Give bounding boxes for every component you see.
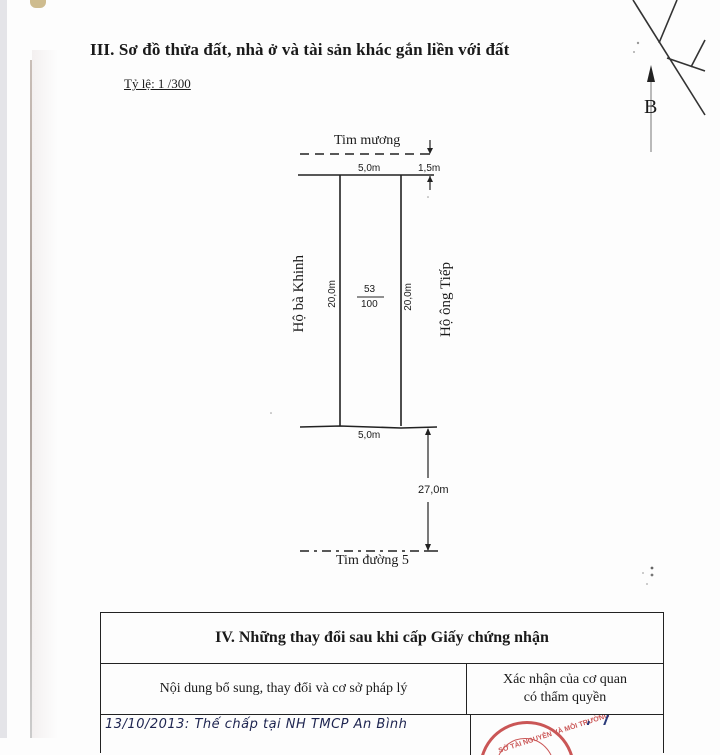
top-width-label: 5,0m [358, 163, 381, 174]
confirmation-header-line-1: Xác nhận của cơ quan [502, 672, 627, 687]
bottom-width-label: 5,0m [358, 430, 381, 441]
section-4-title: IV. Những thay đổi sau khi cấp Giấy chứn… [101, 613, 663, 664]
change-entry-confirmation: SỞ TÀI NGUYÊN VÀ MÔI TRƯỜNG [471, 715, 663, 755]
official-seal-icon: SỞ TÀI NGUYÊN VÀ MÔI TRƯỜNG [479, 715, 610, 755]
signature-icon [586, 715, 610, 725]
content-column-header: Nội dung bổ sung, thay đổi và cơ sở pháp… [101, 664, 467, 714]
paper-edge [30, 60, 32, 738]
left-frame-border [0, 0, 7, 738]
left-length-label: 20,0m [327, 280, 338, 308]
table-row: 13/10/2013: Thế chấp tại NH TMCP An Bình… [101, 715, 663, 755]
right-length-label: 20,0m [403, 283, 414, 311]
north-arrow-head [647, 65, 655, 82]
bottom-boundary-line [299, 425, 438, 429]
plot-diagram [270, 0, 706, 585]
paper-corner-smudge [30, 0, 46, 8]
right-neighbor-label: Hộ ông Tiếp [438, 262, 454, 338]
changes-table: IV. Những thay đổi sau khi cấp Giấy chứn… [100, 612, 664, 755]
confirmation-header-line-2: có thẩm quyền [523, 690, 607, 705]
confirmation-column-header: Xác nhận của cơ quan có thẩm quyền [467, 664, 663, 714]
parcel-number: 53 [364, 284, 376, 295]
left-neighbor-label: Hộ bà Khinh [291, 255, 307, 333]
table-header-row: Nội dung bổ sung, thay đổi và cơ sở pháp… [101, 664, 663, 715]
road-label: Tim đường 5 [336, 553, 409, 568]
road-distance-label: 27,0m [418, 484, 449, 496]
adjacent-parcel-line [632, 0, 706, 116]
north-label: B [644, 96, 658, 118]
scale-label: Tỷ lệ: 1 /300 [124, 76, 191, 91]
top-offset-label: 1,5m [418, 163, 441, 174]
map-sheet-number: 100 [361, 299, 378, 310]
change-entry-content: 13/10/2013: Thế chấp tại NH TMCP An Bình [101, 715, 471, 755]
paper-edge-shadow [32, 50, 58, 738]
section-3-title: III. Sơ đồ thửa đất, nhà ở và tài sản kh… [90, 40, 510, 59]
canal-label: Tim mương [334, 133, 401, 148]
